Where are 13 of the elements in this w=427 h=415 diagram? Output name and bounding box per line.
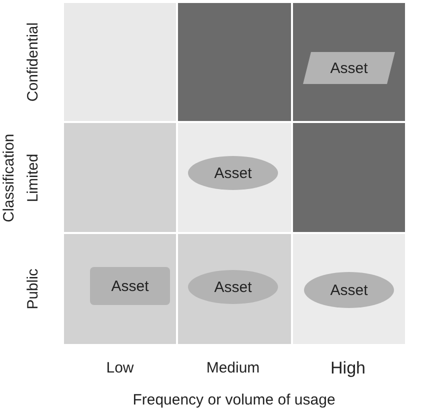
row-label: Public [26, 268, 40, 310]
asset-parallelogram: Asset [303, 52, 395, 84]
asset-ellipse: Asset [188, 270, 278, 304]
axis-title: Classification [2, 134, 16, 222]
row-label: Confidential [26, 22, 40, 102]
column-label: Medium [206, 360, 260, 376]
column-label: High [330, 360, 366, 376]
asset-box: Asset [90, 267, 170, 305]
asset-ellipse: Asset [304, 272, 394, 308]
row-label: Limited [26, 154, 40, 202]
asset-ellipse: Asset [188, 156, 278, 190]
column-label: Low [106, 360, 134, 376]
axis-title: Frequency or volume of usage [132, 392, 336, 408]
